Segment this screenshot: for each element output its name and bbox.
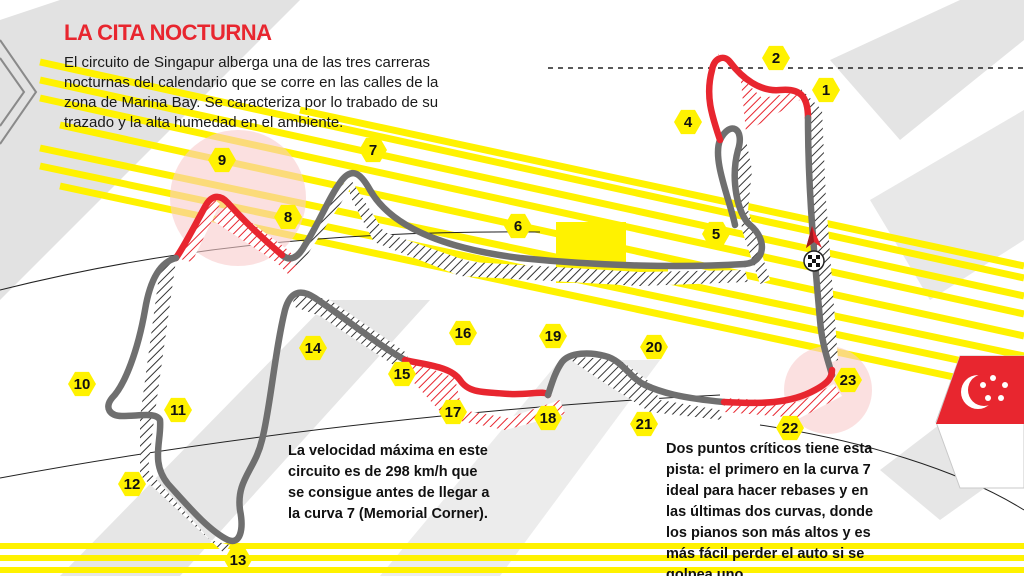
turn-marker-11: 11 <box>164 397 192 423</box>
turn-marker-1: 1 <box>812 77 840 103</box>
turn-hexagon <box>208 147 236 173</box>
turn-marker-4: 4 <box>674 109 702 135</box>
singapore-flag-icon <box>935 355 1024 489</box>
turn-marker-22: 22 <box>776 415 804 441</box>
turn-marker-16: 16 <box>449 320 477 346</box>
turn-marker-8: 8 <box>274 204 302 230</box>
track <box>105 54 836 545</box>
turn-hexagon <box>504 213 532 239</box>
grandstand-block <box>556 222 626 266</box>
turn-marker-2: 2 <box>762 45 790 71</box>
turn-marker-9: 9 <box>208 147 236 173</box>
turn-hexagon <box>762 45 790 71</box>
turn-hexagon <box>534 405 562 431</box>
turn-number: 20 <box>646 339 663 356</box>
turn-marker-18: 18 <box>534 405 562 431</box>
turn-hexagon <box>439 399 467 425</box>
turn-number: 9 <box>218 152 226 169</box>
turn-number: 14 <box>305 340 322 357</box>
turn-number: 13 <box>230 552 247 569</box>
turn-marker-5: 5 <box>702 221 730 247</box>
turn-hexagon <box>164 397 192 423</box>
turn-marker-19: 19 <box>539 323 567 349</box>
turn-hexagon <box>224 547 252 573</box>
turn-marker-21: 21 <box>630 411 658 437</box>
turn-number: 6 <box>514 218 522 235</box>
turn-marker-7: 7 <box>359 137 387 163</box>
turn-marker-23: 23 <box>834 367 862 393</box>
turn-number: 10 <box>74 376 91 393</box>
critical-points-note: Dos puntos críticos tiene esta pista: el… <box>666 441 874 576</box>
turn-marker-15: 15 <box>388 361 416 387</box>
turn-hexagon <box>118 471 146 497</box>
turn-number: 22 <box>782 420 799 437</box>
turn-hexagon <box>834 367 862 393</box>
turn-hexagon <box>359 137 387 163</box>
turn-hexagon <box>299 335 327 361</box>
turn-marker-10: 10 <box>68 371 96 397</box>
intro-paragraph: El circuito de Singapur alberga una de l… <box>64 54 439 131</box>
turn-number: 7 <box>369 142 377 159</box>
turn-number: 11 <box>170 402 186 419</box>
direction-arrow-icon <box>806 226 822 248</box>
turn-number: 2 <box>772 50 780 67</box>
turn-hexagon <box>674 109 702 135</box>
turn-hexagon <box>776 415 804 441</box>
turn-hexagon <box>388 361 416 387</box>
reference-curve <box>0 394 721 479</box>
turn-number: 15 <box>394 366 411 383</box>
turn-marker-14: 14 <box>299 335 327 361</box>
turn-hexagon <box>449 320 477 346</box>
turn-hexagon <box>640 334 668 360</box>
turn-number: 19 <box>545 328 562 345</box>
turn-hexagon <box>812 77 840 103</box>
turn-number: 4 <box>684 114 693 131</box>
turn-number: 23 <box>840 372 857 389</box>
page-title: LA CITA NOCTURNA <box>64 20 272 45</box>
turn-hexagon <box>274 204 302 230</box>
turn-hexagon <box>630 411 658 437</box>
turn-number: 12 <box>124 476 141 493</box>
turn-hexagon <box>68 371 96 397</box>
turn-hexagon <box>702 221 730 247</box>
turn-hexagon <box>539 323 567 349</box>
turn-marker-20: 20 <box>640 334 668 360</box>
turn-number: 18 <box>540 410 557 427</box>
top-speed-note: La velocidad máxima en este circuito es … <box>288 443 490 522</box>
turn-number: 5 <box>712 226 720 243</box>
left-chevrons <box>0 39 38 145</box>
turn-marker-17: 17 <box>439 399 467 425</box>
turn-number: 8 <box>284 209 292 226</box>
turn-number: 21 <box>636 416 653 433</box>
turn-number: 1 <box>822 82 830 99</box>
turn-marker-13: 13 <box>224 547 252 573</box>
turn-number: 16 <box>455 325 472 342</box>
turn-number: 17 <box>445 404 462 421</box>
bottom-yellow-lines <box>0 543 1024 573</box>
turn-marker-6: 6 <box>504 213 532 239</box>
turn-marker-12: 12 <box>118 471 146 497</box>
checkered-flag-icon <box>803 250 825 272</box>
